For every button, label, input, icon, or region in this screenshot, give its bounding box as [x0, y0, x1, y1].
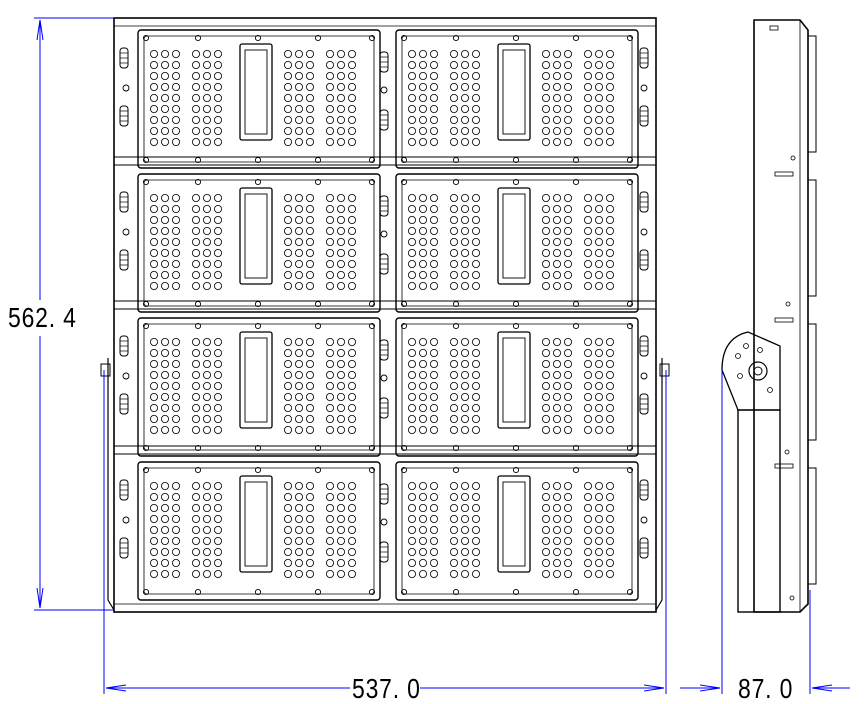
handle-icon	[119, 537, 129, 559]
handle-icon	[119, 393, 129, 415]
handle-icon	[379, 51, 389, 73]
handle-icon	[639, 249, 649, 271]
dimension-lines	[34, 17, 850, 694]
handle-icon	[639, 479, 649, 501]
led-module	[395, 317, 639, 457]
side-bracket	[721, 331, 781, 613]
handle-icon	[119, 335, 129, 357]
handle-icon	[119, 479, 129, 501]
handle-icon	[379, 483, 389, 505]
led-module	[395, 173, 639, 313]
led-module-grid	[119, 29, 649, 601]
handle-icon	[379, 253, 389, 275]
handle-icon	[379, 339, 389, 361]
handle-icon	[639, 393, 649, 415]
handle-icon	[379, 541, 389, 563]
handle-icon	[119, 191, 129, 213]
handle-icon	[379, 109, 389, 131]
handle-icon	[379, 397, 389, 419]
handle-icon	[379, 195, 389, 217]
depth-dimension-label: 87. 0	[738, 673, 794, 704]
handle-icon	[639, 191, 649, 213]
width-dimension-label: 537. 0	[352, 673, 421, 704]
led-module	[137, 173, 381, 313]
height-dimension-label: 562. 4	[8, 302, 77, 333]
led-module	[137, 29, 381, 169]
front-view	[100, 17, 670, 613]
handle-icon	[639, 335, 649, 357]
led-module	[395, 461, 639, 601]
handle-icon	[639, 537, 649, 559]
led-module	[137, 317, 381, 457]
handle-icon	[639, 105, 649, 127]
handle-icon	[119, 105, 129, 127]
front-housing-outline	[113, 17, 657, 613]
handle-icon	[119, 249, 129, 271]
led-module	[395, 29, 639, 169]
handle-icon	[119, 47, 129, 69]
led-module	[137, 461, 381, 601]
row-separators	[114, 156, 656, 455]
mounting-bracket	[100, 358, 670, 611]
handle-icon	[639, 47, 649, 69]
side-view	[721, 19, 817, 613]
